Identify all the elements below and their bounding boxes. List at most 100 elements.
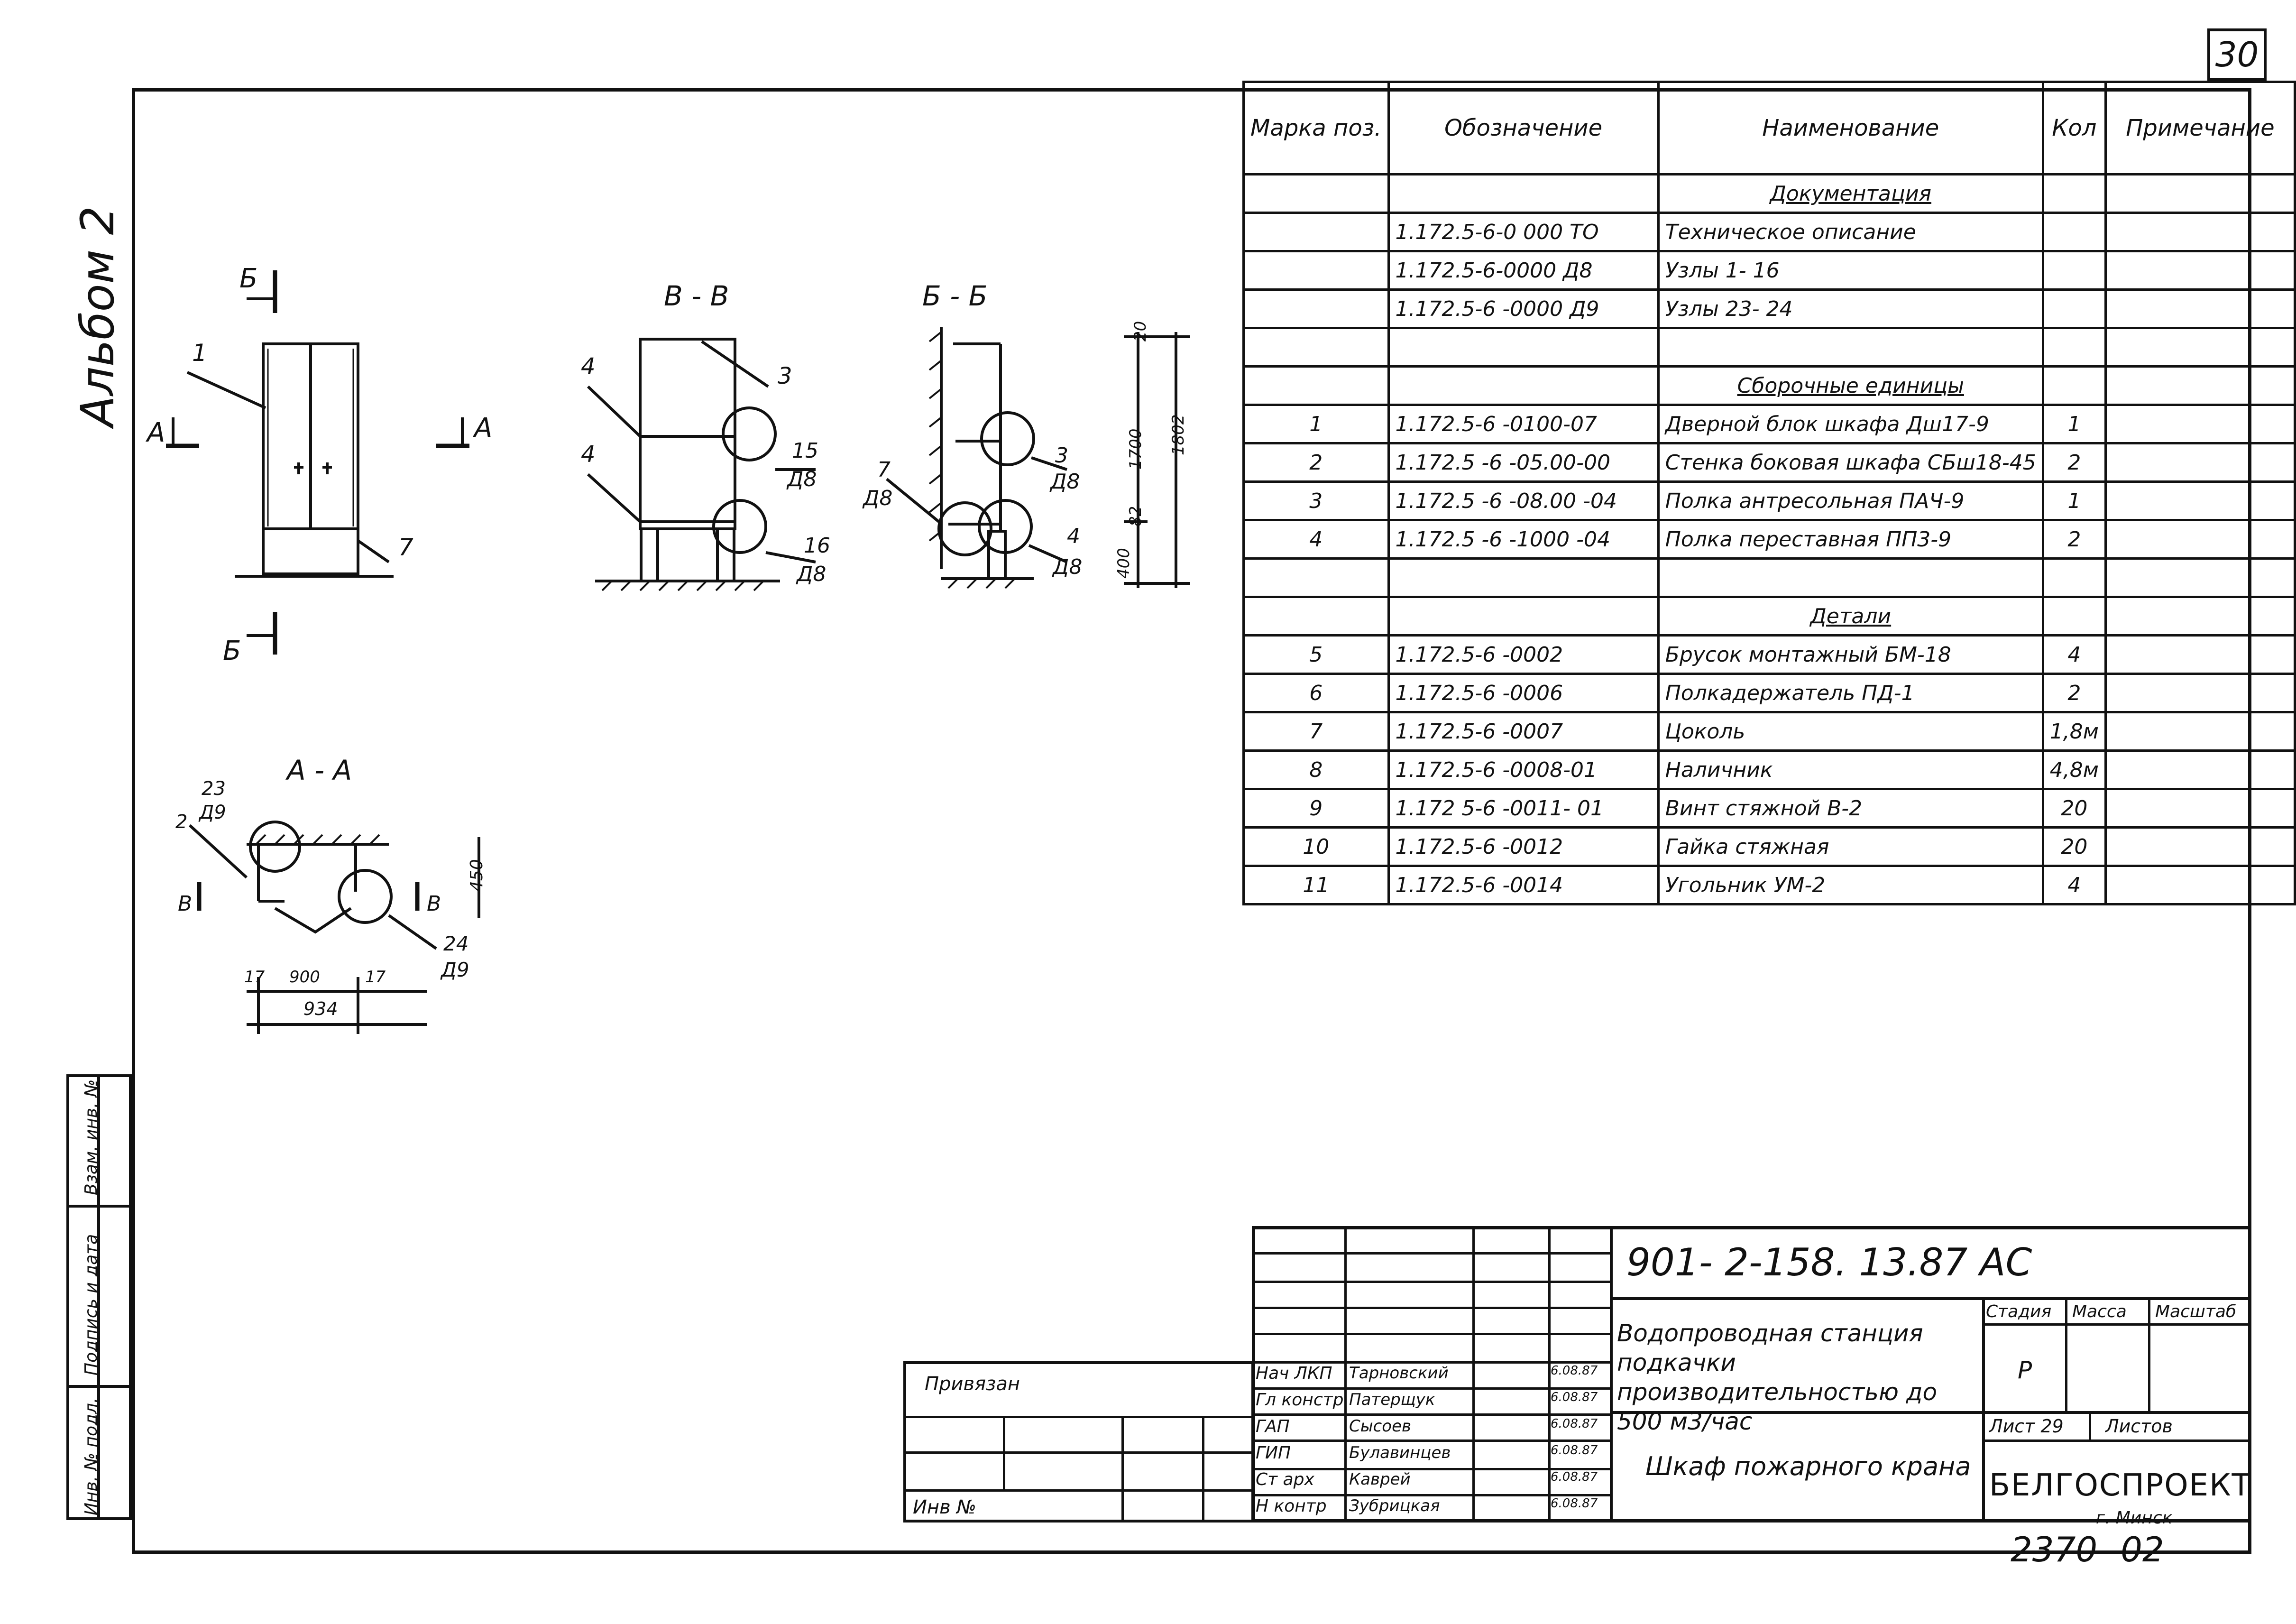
vv-callout-16: 16 xyxy=(804,534,830,558)
signatory-role: ГАП xyxy=(1256,1417,1290,1436)
mass-label: Масса xyxy=(2072,1302,2127,1321)
spec-cell-designation xyxy=(1387,557,1660,598)
elev-label-b-bottom: Б xyxy=(223,636,241,666)
signatory-date: 6.08.87 xyxy=(1551,1443,1598,1458)
spec-cell-name: Полкадержатель ПД-1 xyxy=(1657,673,2044,713)
spec-cell-name: Узлы 1- 16 xyxy=(1657,250,2044,291)
margin-replaced-inv: Взам. инв. № xyxy=(82,1079,101,1195)
spec-cell-name xyxy=(1657,327,2044,368)
spec-cell-mark: 2 xyxy=(1242,442,1390,483)
spec-cell-mark: 1 xyxy=(1242,404,1390,444)
spec-cell-qty: 20 xyxy=(2041,826,2107,867)
scale-label: Масштаб xyxy=(2155,1302,2237,1321)
spec-cell-note xyxy=(2104,288,2296,329)
spec-cell-designation: 1.172.5-6 -0002 xyxy=(1387,634,1660,675)
section-aa xyxy=(188,821,480,1034)
spec-cell-name: Брусок монтажный БМ-18 xyxy=(1657,634,2044,675)
vv-callout-d8b: Д8 xyxy=(797,562,827,586)
signatory-name: Каврей xyxy=(1349,1470,1411,1489)
bb-dim-400: 400 xyxy=(1114,548,1133,579)
spec-cell-name: Цоколь xyxy=(1657,711,2044,752)
spec-row: Детали xyxy=(1242,596,2296,637)
spec-cell-designation: 1.172.5-6 -0008-01 xyxy=(1387,749,1660,790)
spec-cell-qty xyxy=(2041,288,2107,329)
elev-label-b-top: Б xyxy=(239,263,258,294)
spec-cell-designation: 1.172.5-6-0 000 ТО xyxy=(1387,212,1660,252)
spec-cell-mark xyxy=(1242,173,1390,214)
bb-callout-4: 4 xyxy=(1067,524,1080,548)
spec-cell-mark xyxy=(1242,250,1390,291)
spec-cell-designation: 1.172.5-6 -0007 xyxy=(1387,711,1660,752)
spec-cell-designation xyxy=(1387,596,1660,637)
spec-cell-name: Узлы 23- 24 xyxy=(1657,288,2044,329)
signatory-date: 6.08.87 xyxy=(1551,1496,1598,1511)
spec-cell-qty: 4 xyxy=(2041,865,2107,905)
vv-callout-15: 15 xyxy=(792,439,818,463)
spec-header-mark: Марка поз. xyxy=(1242,81,1390,175)
spec-cell-name: Документация xyxy=(1657,173,2044,214)
spec-header-note: Примечание xyxy=(2104,81,2296,175)
signatory-name: Сысоев xyxy=(1349,1417,1412,1436)
aa-callout-2: 2 xyxy=(175,811,188,833)
bb-callout-3: 3 xyxy=(1055,443,1068,468)
spec-cell-designation: 1.172.5 -6 -05.00-00 xyxy=(1387,442,1660,483)
title-block xyxy=(1252,1226,2251,1522)
bb-dim-1700: 1700 xyxy=(1126,428,1145,470)
section-vv xyxy=(587,338,816,582)
spec-cell-name: Дверной блок шкафа Дш17-9 xyxy=(1657,404,2044,444)
spec-cell-note xyxy=(2104,596,2296,637)
spec-cell-designation: 1.172.5 -6 -1000 -04 xyxy=(1387,519,1660,560)
spec-cell-note xyxy=(2104,788,2296,829)
city: г. Минск xyxy=(2096,1508,2173,1528)
spec-cell-mark: 3 xyxy=(1242,480,1390,521)
spec-cell-mark: 6 xyxy=(1242,673,1390,713)
bb-callout-7: 7 xyxy=(877,458,891,482)
spec-cell-qty xyxy=(2041,365,2107,406)
spec-cell-note xyxy=(2104,826,2296,867)
elev-callout-1: 1 xyxy=(192,339,207,367)
aa-dim-934: 934 xyxy=(303,998,338,1019)
spec-cell-note xyxy=(2104,865,2296,905)
section-bb-title: Б - Б xyxy=(922,280,988,312)
aa-dim-450: 450 xyxy=(467,859,487,892)
spec-cell-note xyxy=(2104,480,2296,521)
inv-label: Инв № xyxy=(913,1496,976,1518)
spec-cell-mark: 4 xyxy=(1242,519,1390,560)
signatory-role: Гл констр xyxy=(1256,1390,1344,1410)
spec-cell-designation: 1.172 5-6 -0011- 01 xyxy=(1387,788,1660,829)
spec-cell-mark: 5 xyxy=(1242,634,1390,675)
stage-label: Стадия xyxy=(1986,1302,2052,1321)
signatory-role: Нач ЛКП xyxy=(1256,1364,1332,1383)
spec-cell-note xyxy=(2104,212,2296,252)
sheet-title: Шкаф пожарного крана xyxy=(1645,1451,1971,1481)
spec-cell-note xyxy=(2104,519,2296,560)
aa-callout-24: 24 xyxy=(443,932,469,955)
spec-cell-mark xyxy=(1242,327,1390,368)
spec-cell-qty: 1,8м xyxy=(2041,711,2107,752)
signatory-name: Зубрицкая xyxy=(1349,1496,1440,1515)
signatory-date: 6.08.87 xyxy=(1551,1470,1598,1484)
aa-label-v-right: В xyxy=(427,892,441,916)
spec-header-qty: Кол xyxy=(2041,81,2107,175)
spec-cell-note xyxy=(2104,173,2296,214)
elev-label-a-right: А xyxy=(474,413,493,443)
signatory-name: Тарновский xyxy=(1349,1364,1449,1383)
spec-cell-qty xyxy=(2041,557,2107,598)
aa-dim-17a: 17 xyxy=(244,968,265,987)
spec-cell-name: Винт стяжной В-2 xyxy=(1657,788,2044,829)
margin-original-inv: Инв. № подл. xyxy=(82,1397,101,1515)
spec-cell-name: Гайка стяжная xyxy=(1657,826,2044,867)
stage-value: Р xyxy=(2018,1356,2032,1384)
spec-cell-note xyxy=(2104,557,2296,598)
spec-cell-mark: 9 xyxy=(1242,788,1390,829)
spec-cell-qty xyxy=(2041,212,2107,252)
spec-cell-qty: 4,8м xyxy=(2041,749,2107,790)
